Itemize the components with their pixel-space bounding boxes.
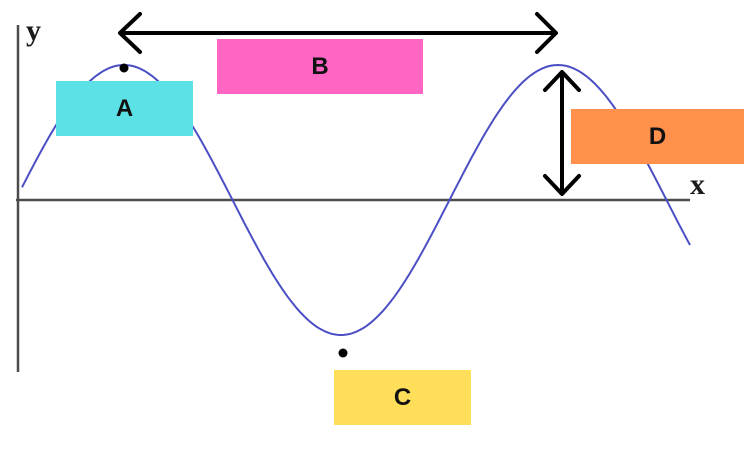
crest-point (119, 63, 129, 73)
wave-curve (21, 63, 691, 336)
wavelength-arrow (118, 12, 558, 54)
label-d-box: D (571, 109, 744, 164)
amplitude-arrow (543, 70, 581, 196)
x-axis-label: x (690, 168, 705, 201)
label-b-box: B (217, 39, 423, 94)
label-a-box: A (56, 81, 193, 136)
y-axis-label: y (26, 14, 41, 47)
trough-point (338, 348, 348, 358)
label-c-box: C (334, 370, 471, 425)
